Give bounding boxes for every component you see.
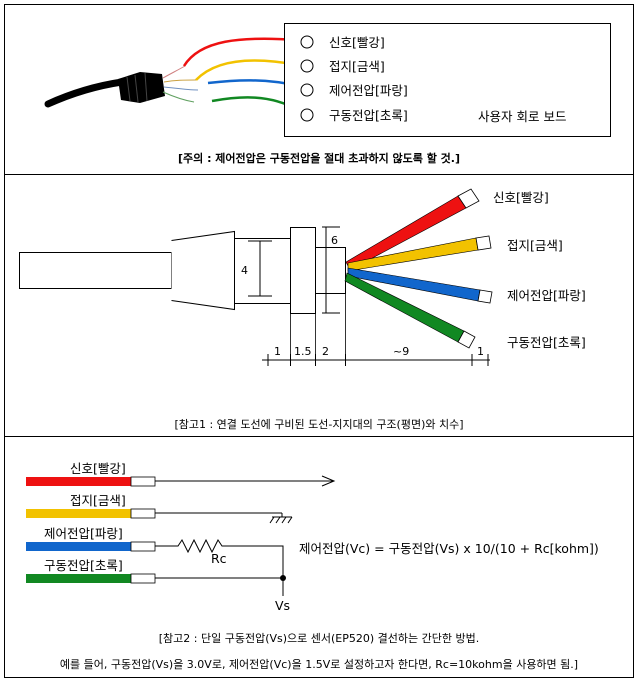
p1-label-ground: 접지[금색] <box>329 59 385 74</box>
p3-label-signal: 신호[빨강] <box>70 461 126 476</box>
caution-note: [주의 : 제어전압은 구동전압을 절대 초과하지 않도록 할 것.] <box>178 151 460 165</box>
support-shaft <box>234 238 291 304</box>
cable-body <box>19 252 172 289</box>
p1-label-control: 제어전압[파랑] <box>329 83 408 98</box>
terminal-signal <box>300 35 314 49</box>
caption-ref2-line1: [참고2 : 단일 구동전압(Vs)으로 센서(EP520) 결선하는 간단한 … <box>159 631 480 645</box>
user-board-label: 사용자 회로 보드 <box>478 109 566 124</box>
junction-dot <box>280 575 286 581</box>
p3-label-control: 제어전압[파랑] <box>44 526 123 541</box>
support-flange <box>290 227 316 314</box>
signal-arrow <box>321 475 336 487</box>
p3-label-drive: 구동전압[초록] <box>44 558 123 573</box>
p1-label-signal: 신호[빨강] <box>329 35 385 50</box>
dim-1-5: 1.5 <box>294 345 312 358</box>
connector <box>118 72 165 103</box>
dim-1b: 1 <box>477 345 484 358</box>
p3-wire-green <box>26 574 131 583</box>
caption-ref1: [참고1 : 연결 도선에 구비된 도선-지지대의 구조(평면)와 치수] <box>174 418 463 431</box>
resistor-rc <box>155 538 284 574</box>
p2-label-control: 제어전압[파랑] <box>507 288 586 303</box>
panel-wire-support-dimensions: 4 6 신호[빨강] 접지[금색] 제어전압[파랑] 구동전압[초록] 1 1.… <box>19 188 586 431</box>
dim-2: 2 <box>322 345 329 358</box>
panel-cable-connection: 신호[빨강] 접지[금색] 제어전압[파랑] 구동전압[초록] 사용자 회로 보… <box>44 23 611 165</box>
cable <box>44 78 126 108</box>
p2-label-signal: 신호[빨강] <box>493 190 549 205</box>
dim-9: ~9 <box>393 345 409 358</box>
formula: 제어전압(Vc) = 구동전압(Vs) x 10/(10 + Rc[kohm]) <box>299 541 599 556</box>
caption-ref2-line2: 예를 들어, 구동전압(Vs)을 3.0V로, 제어전압(Vc)을 1.5V로 … <box>60 657 578 671</box>
outer-frame <box>4 4 634 678</box>
terminal-control <box>300 83 314 97</box>
wire-red <box>182 37 299 67</box>
wire-gold <box>195 59 299 81</box>
p2-label-drive: 구동전압[초록] <box>507 335 586 350</box>
support-taper <box>171 230 235 311</box>
terminal-ground <box>300 59 314 73</box>
user-board <box>284 23 611 137</box>
p3-wire-red <box>26 477 131 486</box>
p2-label-ground: 접지[금색] <box>507 238 563 253</box>
p3-wire-blue <box>26 542 131 551</box>
resistor-label: Rc <box>211 551 227 566</box>
dim-height-6: 6 <box>331 234 338 247</box>
p3-wire-gold <box>26 509 131 518</box>
supply-label: Vs <box>275 598 290 613</box>
support-tip <box>315 247 346 294</box>
dim-height-4: 4 <box>241 264 248 277</box>
dim-1a: 1 <box>274 345 281 358</box>
p3-label-ground: 접지[금색] <box>70 493 126 508</box>
terminal-drive <box>300 108 314 122</box>
p1-label-drive: 구동전압[초록] <box>329 108 408 123</box>
panel-single-supply-wiring: 신호[빨강] 접지[금색] Rc 제어전압[파랑] 구동전압[초록] Vs 제어… <box>26 461 599 671</box>
